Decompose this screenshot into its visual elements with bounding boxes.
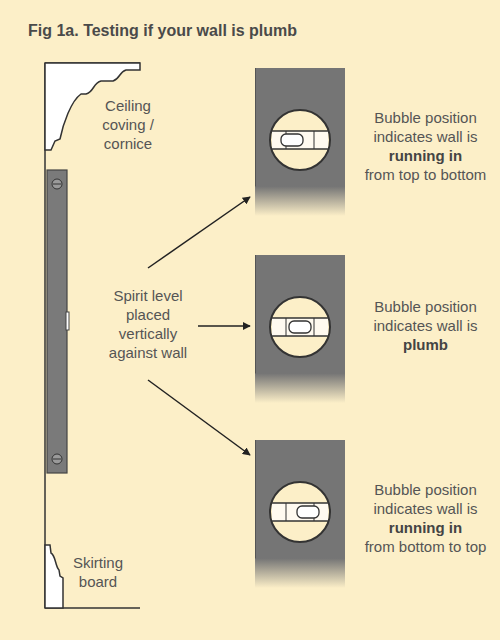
node-text: Bubble position indicates wall is xyxy=(358,108,493,146)
spirit-level xyxy=(47,170,69,473)
vial-window xyxy=(270,297,330,357)
screw-slot xyxy=(53,184,61,185)
vial-wall xyxy=(272,502,328,503)
bubble xyxy=(289,321,311,333)
emphasis-text: running in xyxy=(358,146,493,165)
vial-tube xyxy=(272,503,328,521)
level-body xyxy=(47,170,67,473)
level-vial xyxy=(66,312,69,330)
node-text: Bubble position indicates wall is xyxy=(358,297,493,335)
text-column: Bubble position indicates wall isrunning… xyxy=(358,68,493,184)
vial-wall xyxy=(272,335,328,336)
level-closeup-drawing xyxy=(255,255,345,403)
arrow-connector xyxy=(148,380,250,455)
node-text: Bubble position indicates wall is xyxy=(358,480,493,518)
level-body xyxy=(255,255,345,403)
node-text: Spirit level placed vertically against w… xyxy=(98,286,198,362)
level-body xyxy=(255,68,345,216)
bubble xyxy=(281,134,303,146)
level-closeup-drawing xyxy=(255,440,345,588)
level-edge xyxy=(255,68,256,186)
skirting-profile xyxy=(45,545,63,608)
level-closeup: Bubble position indicates wall isrunning… xyxy=(250,440,495,588)
level-screw xyxy=(52,454,62,464)
level-edge xyxy=(255,255,256,373)
vial-mark xyxy=(286,503,287,521)
figure-title: Fig 1a. Testing if your wall is plumb xyxy=(28,22,297,40)
level-callout: Spirit level placed vertically against w… xyxy=(98,268,198,380)
vial-wall xyxy=(272,520,328,521)
part-label: Skirting board xyxy=(66,553,130,591)
level-closeup-drawing xyxy=(255,68,345,216)
emphasis-text: running in xyxy=(358,518,493,537)
vial-wall xyxy=(272,130,328,131)
level-edge xyxy=(255,440,256,558)
node-text: from top to bottom xyxy=(358,165,493,184)
level-body xyxy=(255,440,345,588)
part-label: Ceiling coving / cornice xyxy=(93,96,163,153)
bubble xyxy=(297,506,319,518)
level-closeup: Bubble position indicates wall isrunning… xyxy=(250,68,495,216)
vial-mark xyxy=(286,318,287,336)
vial-wall xyxy=(272,317,328,318)
vial-wall xyxy=(272,148,328,149)
text-column: Bubble position indicates wall isrunning… xyxy=(358,440,493,556)
vial-window xyxy=(270,482,330,542)
screw-slot xyxy=(53,459,61,460)
vial-mark xyxy=(314,318,315,336)
arrow-connector xyxy=(198,325,250,327)
emphasis-text: plumb xyxy=(358,335,493,354)
level-closeup: Bubble position indicates wall isplumb xyxy=(250,255,495,403)
text-column: Bubble position indicates wall isplumb xyxy=(358,255,493,354)
vial-tube xyxy=(272,318,328,336)
vial-tube xyxy=(272,131,328,149)
level-screw xyxy=(52,179,62,189)
vial-mark xyxy=(314,131,315,149)
arrow-connector xyxy=(148,197,250,268)
vial-window xyxy=(270,110,330,170)
node-text: from bottom to top xyxy=(358,537,493,556)
